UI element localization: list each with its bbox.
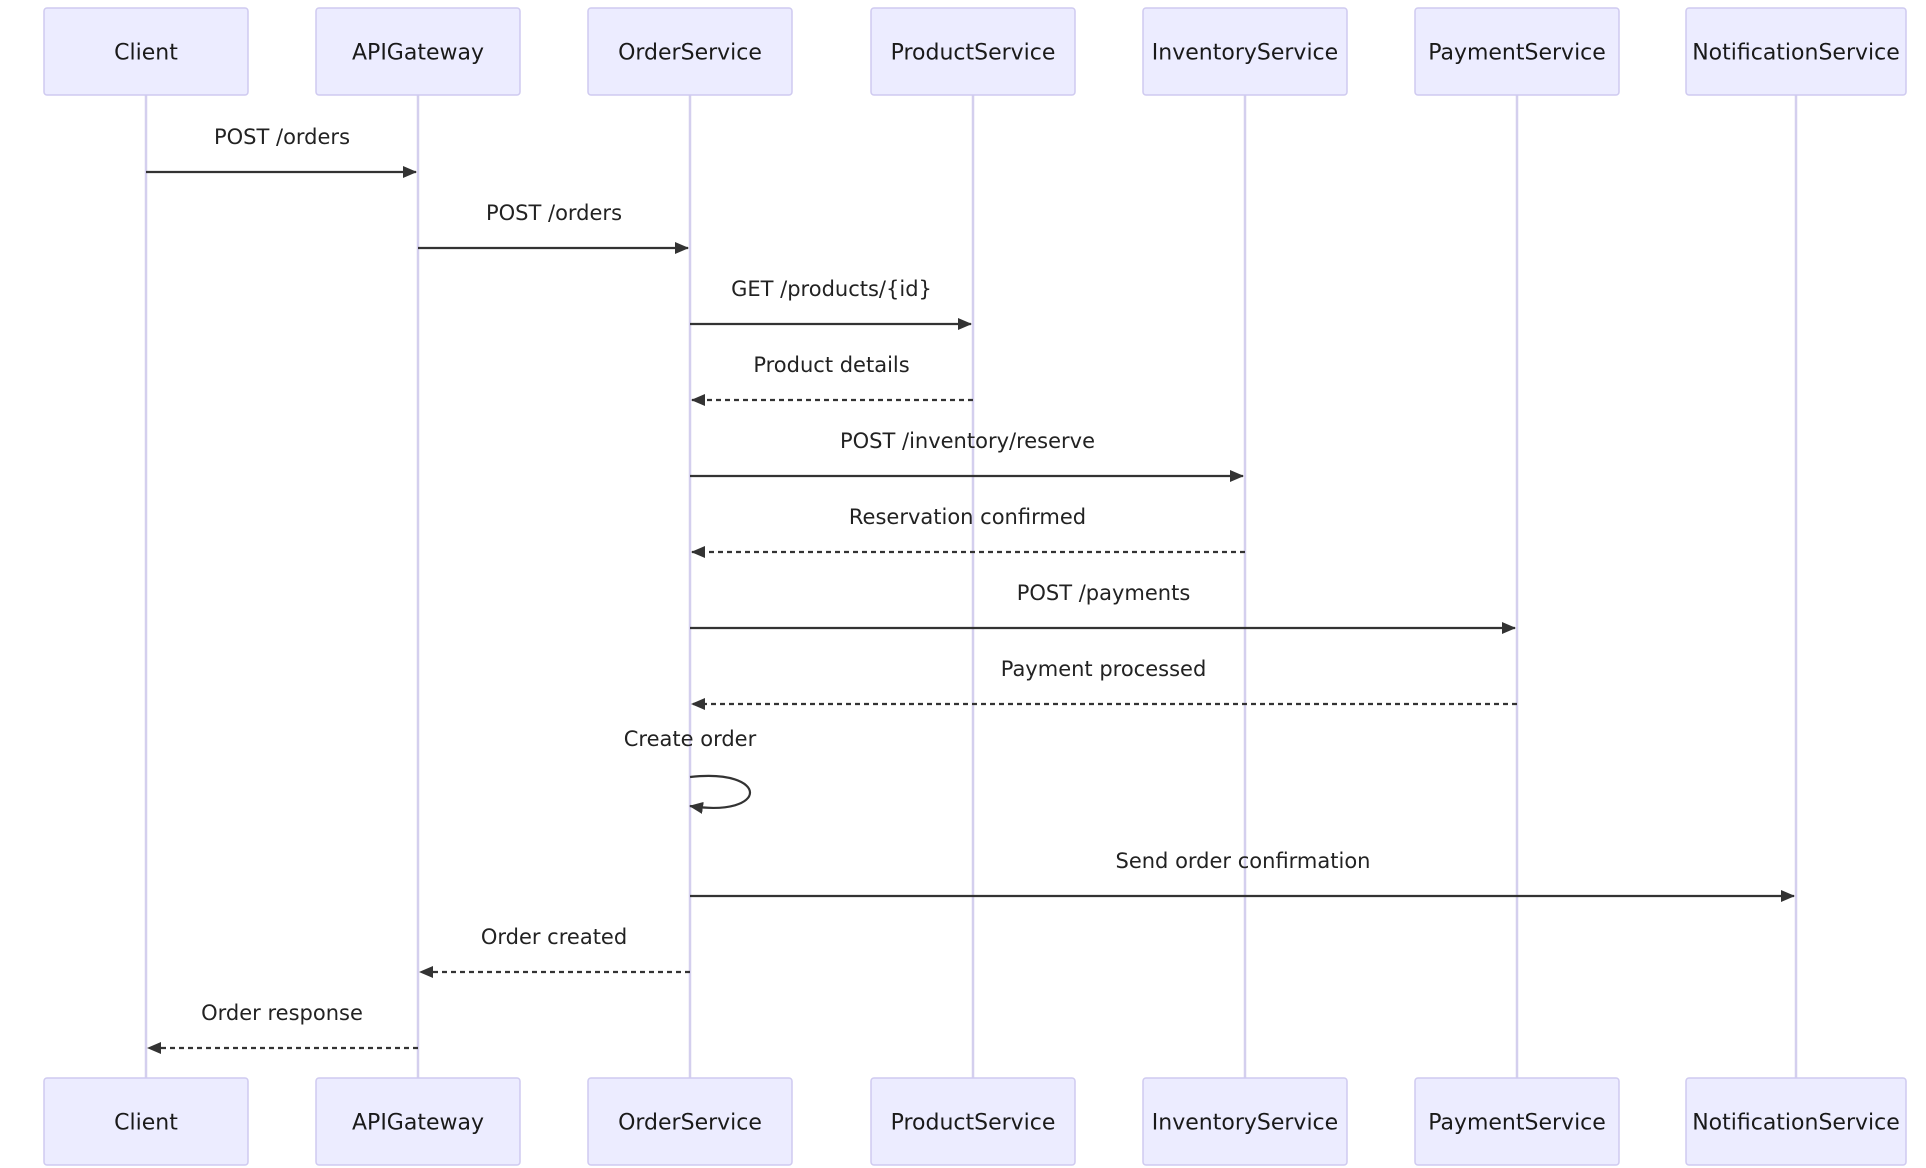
actor-box [1414,1077,1620,1166]
actor-box [870,7,1076,96]
actor-box [315,7,521,96]
actor-box [1414,7,1620,96]
actor-box [1685,1077,1907,1166]
actor-order-bottom: OrderService [587,1077,793,1166]
message-2: POST /orders [418,201,689,254]
message-3: GET /products/{id} [690,277,972,330]
actor-label: InventoryService [1152,41,1338,66]
actor-box [1685,7,1907,96]
actors-top: Client APIGateway OrderService ProductServi… [43,7,1907,96]
message-label: Order created [481,925,627,949]
message-12: Order response [147,1001,418,1054]
actor-box [1142,7,1348,96]
message-label: Order response [201,1001,363,1025]
message-8: Payment processed [691,657,1517,710]
actor-product-bottom: ProductService [870,1077,1076,1166]
actor-box [587,1077,793,1166]
message-label: POST /payments [1017,581,1191,605]
actor-box [870,1077,1076,1166]
actor-api-bottom: APIGateway [315,1077,521,1166]
actor-box [315,1077,521,1166]
message-1: POST /orders [146,125,417,178]
actor-box [43,7,249,96]
actor-label: PaymentService [1428,41,1606,66]
message-label: GET /products/{id} [731,277,932,301]
actor-label: APIGateway [352,1111,484,1136]
actor-label: PaymentService [1428,1111,1606,1136]
actor-inventory-top: InventoryService [1142,7,1348,96]
message-label: POST /orders [214,125,350,149]
actor-label: Client [114,1111,178,1136]
message-label: POST /inventory/reserve [840,429,1095,453]
message-label: Create order [624,727,757,751]
actor-product-top: ProductService [870,7,1076,96]
actor-label: APIGateway [352,41,484,66]
actor-label: NotificationService [1692,1111,1900,1136]
message-5: POST /inventory/reserve [690,429,1244,482]
actor-box [43,1077,249,1166]
message-9: Create order [624,727,757,814]
actors-bottom: Client APIGateway OrderService ProductServi… [43,1077,1907,1166]
actor-payment-top: PaymentService [1414,7,1620,96]
actor-label: OrderService [618,41,762,66]
message-4: Product details [691,353,973,406]
actor-label: ProductService [891,1111,1056,1136]
actor-notification-bottom: NotificationService [1685,1077,1907,1166]
actor-label: InventoryService [1152,1111,1338,1136]
actor-label: ProductService [891,41,1056,66]
message-7: POST /payments [690,581,1516,634]
message-label: Product details [753,353,909,377]
actor-label: Client [114,41,178,66]
actor-notification-top: NotificationService [1685,7,1907,96]
actor-label: OrderService [618,1111,762,1136]
actor-box [1142,1077,1348,1166]
message-11: Order created [419,925,690,978]
message-10: Send order confirmation [690,849,1795,902]
actor-payment-bottom: PaymentService [1414,1077,1620,1166]
actor-inventory-bottom: InventoryService [1142,1077,1348,1166]
message-arrow [689,774,751,814]
actor-order-top: OrderService [587,7,793,96]
actor-label: NotificationService [1692,41,1900,66]
message-label: Payment processed [1001,657,1207,681]
message-label: Send order confirmation [1116,849,1371,873]
message-label: Reservation confirmed [849,505,1086,529]
actor-box [587,7,793,96]
actor-client-bottom: Client [43,1077,249,1166]
actor-api-top: APIGateway [315,7,521,96]
message-label: POST /orders [486,201,622,225]
message-6: Reservation confirmed [691,505,1245,558]
lifelines [144,95,1798,1078]
actor-client-top: Client [43,7,249,96]
